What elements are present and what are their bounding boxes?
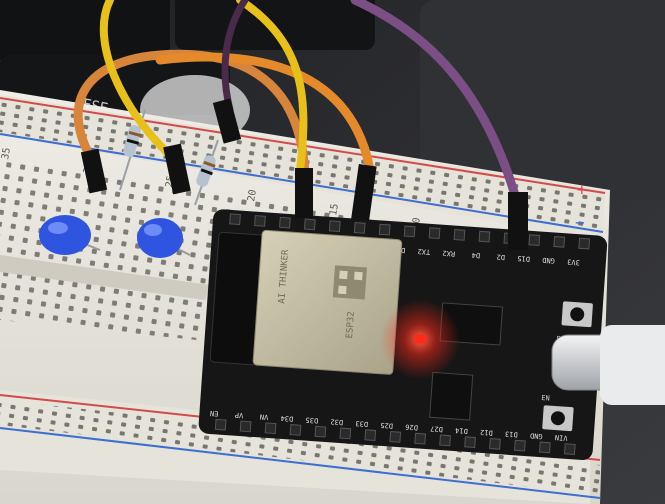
dupont-connector [80, 148, 108, 194]
header-pin [403, 225, 416, 238]
pin-label: D27 [430, 424, 443, 433]
header-pin [289, 424, 302, 436]
wire-orange-right [155, 52, 375, 175]
header-pin [478, 230, 491, 243]
pin-label: GND [530, 431, 543, 440]
boot-button[interactable] [561, 301, 593, 328]
dupont-connector [295, 168, 313, 218]
header-pin [489, 438, 501, 450]
header-pin [353, 222, 366, 234]
header-pin [279, 216, 291, 229]
pin-label: D25 [380, 421, 393, 430]
pin-label: D4 [471, 251, 480, 260]
rail-minus-sign: − [575, 213, 585, 232]
header-pin [563, 443, 576, 455]
header-pin [328, 220, 341, 233]
module-brand: AI THINKER [277, 249, 291, 304]
pin-label: D2 [496, 253, 505, 262]
header-pin [538, 441, 551, 454]
breadboard-column-number: 20 [246, 189, 259, 203]
header-pin [464, 436, 476, 449]
pin-label: TX2 [417, 247, 430, 256]
wire-orange-left [73, 49, 310, 180]
header-pin [414, 432, 427, 445]
pin-label: D12 [480, 428, 493, 437]
breadboard-column-number: 35 [0, 147, 13, 161]
rail-blue-line-bottom [0, 427, 601, 499]
wire-purple [350, 0, 520, 200]
pin-label: D34 [280, 414, 293, 423]
wroom-module-shield [252, 229, 403, 375]
header-pin [264, 422, 277, 435]
dupont-connector [212, 98, 242, 144]
en-button-label: EN [541, 394, 550, 403]
header-pin [578, 237, 591, 250]
header-pin [214, 418, 227, 431]
header-pin [514, 439, 526, 452]
pin-label: D14 [455, 426, 468, 435]
header-pin [254, 215, 266, 227]
header-pin [364, 429, 377, 442]
pin-label: D33 [355, 419, 368, 428]
wire-purple-dark [221, 0, 249, 114]
dupont-connector [351, 164, 377, 221]
pin-label: 3V3 [567, 257, 580, 266]
pin-label: VN [260, 412, 269, 421]
pin-label: GND [542, 256, 555, 265]
bottom-pin-header: EN VP VN D34 D35 D32 D33 D25 D26 D27 D14 D12 D13 GND V… [210, 409, 576, 455]
resistor-2 [194, 139, 219, 206]
jumper-wires [73, 0, 528, 250]
header-pin [553, 235, 566, 248]
qr-code [332, 265, 367, 300]
header-pin [389, 431, 402, 443]
header-pin [528, 234, 541, 246]
header-pin [428, 227, 441, 240]
esp32-board: D23D22TXDRXDD21D19D18D5TX2RX2D4D2D15GND3… [198, 209, 608, 461]
breadboard-column-number: 15 [328, 203, 341, 217]
header-pin [303, 218, 316, 231]
header-pin [453, 229, 466, 241]
header-pin [439, 434, 451, 447]
pin-label: D15 [517, 254, 530, 263]
pin-label: D26 [405, 423, 418, 432]
dupont-connector [163, 143, 191, 195]
pin-label: D35 [305, 416, 318, 425]
power-led [413, 333, 427, 344]
pin-label: VP [235, 411, 244, 420]
pin-label: D13 [505, 430, 518, 439]
pin-label: EN [210, 409, 219, 418]
pin-label: D32 [330, 417, 343, 426]
module-model: ESP32 [345, 311, 357, 339]
en-button[interactable] [542, 405, 574, 432]
header-pin [314, 425, 327, 438]
header-pin [229, 213, 241, 226]
pin-label: VIN [555, 433, 568, 442]
header-pin [339, 427, 352, 440]
blue-led-2 [137, 218, 191, 258]
rail-plus-sign: + [577, 180, 587, 199]
header-pin [239, 420, 252, 433]
usb-c-cable [551, 325, 665, 405]
dupont-connector [508, 192, 528, 250]
header-pin [378, 223, 391, 236]
blue-led-1 [39, 215, 101, 255]
pin-label: RX2 [442, 249, 455, 258]
regulator-chip [429, 371, 474, 421]
wire-yellow [99, 0, 308, 174]
